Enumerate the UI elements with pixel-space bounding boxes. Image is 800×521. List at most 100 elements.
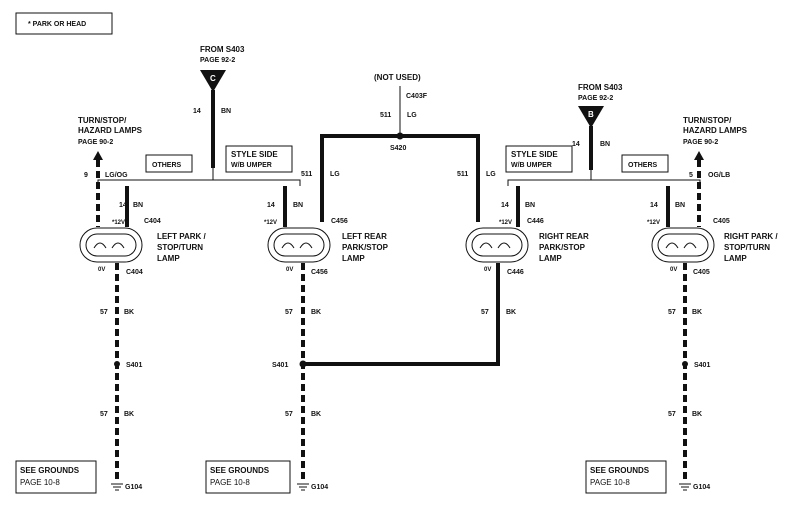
- feed-c-from: FROM S403: [200, 45, 245, 54]
- lamp-4-conn-top: C405: [713, 218, 730, 225]
- feed-b-triangle: [578, 106, 604, 128]
- lamp-2-v12: *12V: [264, 220, 277, 226]
- wire-ground-right-rear: [303, 263, 500, 366]
- gw-2b-num: 57: [285, 411, 293, 418]
- lamp-4-line1: RIGHT PARK /: [724, 232, 778, 241]
- ground-symbol-1: [111, 483, 123, 491]
- gw-3-color: BK: [506, 309, 516, 316]
- feed-c-letter: C: [210, 74, 216, 83]
- see-grounds-page-3: PAGE 10-8: [590, 478, 630, 487]
- s420-label: S420: [390, 145, 406, 152]
- lamp-3-conn-top: C446: [527, 218, 544, 225]
- wire-5-color: LG: [486, 171, 496, 178]
- wire-1-color: LG/OG: [105, 172, 128, 179]
- wire-3-color: BN: [293, 202, 303, 209]
- left-branch-bracket: [97, 179, 301, 186]
- lamp-left-park-filament: [93, 242, 125, 249]
- right-others-box: [621, 154, 669, 173]
- feed-b-page: PAGE 92-2: [578, 95, 613, 102]
- lamp-1-v0: 0V: [98, 267, 105, 273]
- lamp-left-park-outline: [79, 227, 143, 263]
- gw-3-num: 57: [481, 309, 489, 316]
- gw-1a-color: BK: [124, 309, 134, 316]
- lamp-left-rear-outline: [267, 227, 331, 263]
- lamp-left-park: [79, 227, 143, 263]
- splice-s420-dot: [396, 132, 404, 140]
- g104-label-3: G104: [693, 484, 710, 491]
- lamp-3-v0: 0V: [484, 267, 491, 273]
- lamp-2-line1: LEFT REAR: [342, 232, 387, 241]
- s401-label-3: S401: [694, 362, 710, 369]
- left-others-box: [145, 154, 193, 173]
- gw-4b-color: BK: [692, 411, 702, 418]
- left-style-side-2: W/B UMPER: [231, 162, 272, 169]
- wire-7-color: BN: [675, 202, 685, 209]
- lamp-3-line1: RIGHT REAR: [539, 232, 589, 241]
- left-turn-stop-arrow: [93, 151, 103, 160]
- lamp-1-line3: LAMP: [157, 254, 180, 263]
- right-turn-stop-1: TURN/STOP/: [683, 116, 732, 125]
- feed-c-triangle: [200, 70, 226, 92]
- wire-3-num: 14: [267, 202, 275, 209]
- lamp-4-v0: 0V: [670, 267, 677, 273]
- lamp-right-rear-outline: [465, 227, 529, 263]
- feed-b-from: FROM S403: [578, 83, 623, 92]
- wire-5-num: 511: [457, 171, 468, 178]
- lamp-2-line3: LAMP: [342, 254, 365, 263]
- c403f-label: C403F: [406, 93, 428, 100]
- lamp-3-v12: *12V: [499, 220, 512, 226]
- lamp-left-rear-bulb: [273, 233, 325, 257]
- lamp-1-v12: *12V: [112, 220, 125, 226]
- lamp-right-rear-filament: [479, 242, 511, 249]
- lamp-3-line2: PARK/STOP: [539, 243, 586, 252]
- feed-b-letter: B: [588, 110, 594, 119]
- gw-4b-num: 57: [668, 411, 676, 418]
- right-turn-stop-3: PAGE 90-2: [683, 139, 718, 146]
- lamp-3-conn-bot: C446: [507, 269, 524, 276]
- wire-4-num: 511: [301, 171, 312, 178]
- lamp-right-park-bulb: [657, 233, 709, 257]
- lamp-2-v0: 0V: [286, 267, 293, 273]
- lamp-right-rear: [465, 227, 529, 263]
- feed-b-wire-color: BN: [600, 141, 610, 148]
- lamp-left-rear-filament: [281, 242, 313, 249]
- right-others-text: OTHERS: [628, 162, 658, 169]
- left-style-side-1: STYLE SIDE: [231, 150, 278, 159]
- lamp-1-line2: STOP/TURN: [157, 243, 203, 252]
- lamp-right-park-filament: [665, 242, 697, 249]
- right-style-side-box: [505, 145, 573, 173]
- lamp-2-conn-bot: C456: [311, 269, 328, 276]
- left-others-text: OTHERS: [152, 162, 182, 169]
- wire-2-color: BN: [133, 202, 143, 209]
- wire-1-num: 9: [84, 172, 88, 179]
- see-grounds-box-3: [585, 460, 667, 494]
- not-used-label: (NOT USED): [374, 73, 421, 82]
- wire-6-num: 14: [501, 202, 509, 209]
- gw-1b-num: 57: [100, 411, 108, 418]
- wire-7-num: 14: [650, 202, 658, 209]
- lamp-4-conn-bot: C405: [693, 269, 710, 276]
- see-grounds-1: SEE GROUNDS: [20, 466, 80, 475]
- ground-symbol-3: [679, 483, 691, 491]
- lamp-1-line1: LEFT PARK /: [157, 232, 207, 241]
- lamp-2-line2: PARK/STOP: [342, 243, 389, 252]
- gw-2a-num: 57: [285, 309, 293, 316]
- lamp-right-park: [651, 227, 715, 263]
- feed-c-page: PAGE 92-2: [200, 57, 235, 64]
- ground-symbol-2: [297, 483, 309, 491]
- wire-8-color: OG/LB: [708, 172, 730, 179]
- left-style-side-box: [225, 145, 293, 173]
- wire-8-num: 5: [689, 172, 693, 179]
- s401-label-1: S401: [126, 362, 142, 369]
- lamp-3-line3: LAMP: [539, 254, 562, 263]
- lamp-1-conn-top: C404: [144, 218, 161, 225]
- right-turn-stop-2: HAZARD LAMPS: [683, 126, 748, 135]
- s401-label-2: S401: [272, 362, 288, 369]
- left-turn-stop-2: HAZARD LAMPS: [78, 126, 143, 135]
- lamp-1-conn-bot: C404: [126, 269, 143, 276]
- feed-c-wire-color: BN: [221, 108, 231, 115]
- splice-s401-dot-1: [114, 361, 120, 367]
- lamp-left-rear: [267, 227, 331, 263]
- gw-1a-num: 57: [100, 309, 108, 316]
